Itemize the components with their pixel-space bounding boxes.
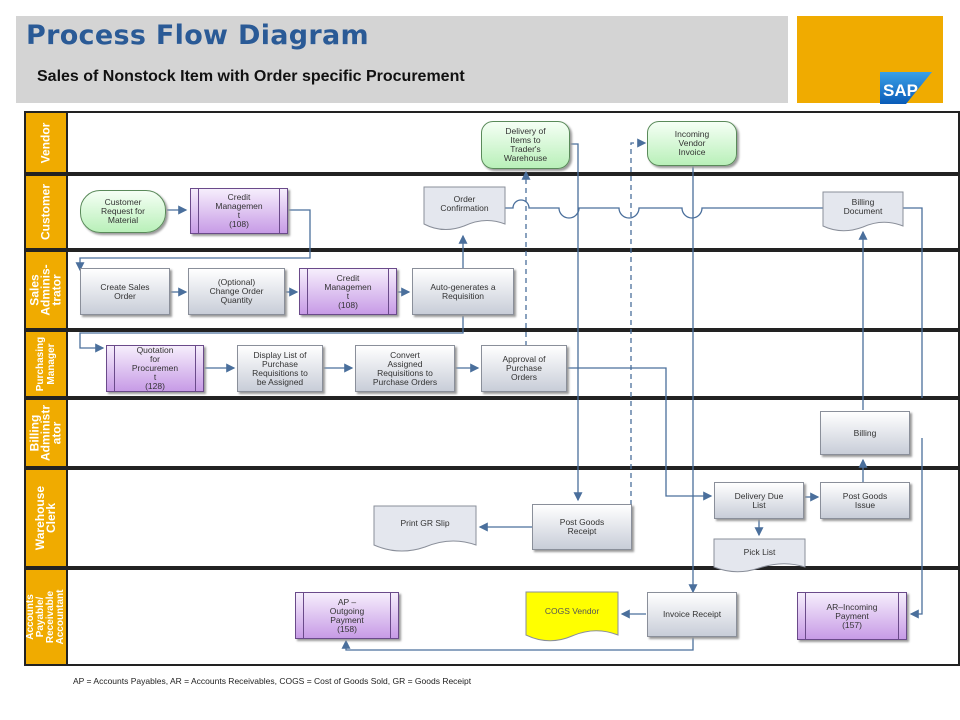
order-confirmation-label: Order Confirmation — [440, 193, 489, 213]
display-list-requisitions-step[interactable]: Display List of Purchase Requisitions to… — [237, 345, 323, 392]
lane-label-vendor: Vendor — [26, 113, 68, 172]
lane-label-warehouse: Warehouse Clerk — [26, 470, 68, 566]
ap-outgoing-payment-step[interactable]: AP – Outgoing Payment (158) — [295, 592, 399, 639]
lane-billing-administrator: Billing Administr ator — [24, 398, 960, 468]
delivery-items-step[interactable]: Delivery of Items to Trader's Warehouse — [481, 121, 570, 169]
lane-label-purchasing: Purchasing Manager — [26, 332, 68, 396]
sap-logo: SAP — [880, 72, 932, 104]
billing-document-label: Billing Document — [843, 197, 883, 217]
lane-label-sales: Sales Adminis- trator — [26, 252, 68, 328]
billing-step[interactable]: Billing — [820, 411, 910, 455]
pick-list-label: Pick List — [743, 546, 776, 557]
lane-label-accounts: Accounts Payable/ Receivable Accountant — [25, 570, 68, 664]
post-goods-receipt-step[interactable]: Post Goods Receipt — [532, 504, 632, 550]
create-sales-order-step[interactable]: Create Sales Order — [80, 268, 170, 315]
lane-label-billing: Billing Administr ator — [26, 400, 68, 466]
print-gr-slip-label: Print GR Slip — [400, 518, 450, 529]
ar-incoming-payment-step[interactable]: AR–Incoming Payment (157) — [797, 592, 907, 640]
convert-requisitions-step[interactable]: Convert Assigned Requisitions to Purchas… — [355, 345, 455, 392]
order-confirmation-doc[interactable] — [423, 186, 506, 232]
page-title: Process Flow Diagram — [26, 20, 369, 51]
brand-box — [797, 16, 943, 103]
billing-document-doc[interactable] — [822, 191, 904, 233]
quotation-procurement-step[interactable]: Quotation for Procuremen t (128) — [106, 345, 204, 392]
cogs-vendor-doc[interactable] — [525, 591, 619, 643]
svg-text:SAP: SAP — [883, 81, 918, 100]
header-bar — [16, 16, 788, 103]
delivery-due-list-step[interactable]: Delivery Due List — [714, 482, 804, 519]
post-goods-issue-step[interactable]: Post Goods Issue — [820, 482, 910, 519]
customer-request-step[interactable]: Customer Request for Material — [80, 190, 166, 233]
incoming-vendor-invoice-step[interactable]: Incoming Vendor Invoice — [647, 121, 737, 166]
auto-requisition-step[interactable]: Auto-generates a Requisition — [412, 268, 514, 315]
lane-label-customer: Customer — [26, 176, 68, 248]
footnote: AP = Accounts Payables, AR = Accounts Re… — [73, 676, 472, 686]
cogs-vendor-label: COGS Vendor — [544, 605, 600, 616]
page-subtitle: Sales of Nonstock Item with Order specif… — [37, 68, 465, 85]
pick-list-doc[interactable] — [713, 538, 806, 574]
credit-management-sales-step[interactable]: Credit Managemen t (108) — [299, 268, 397, 315]
credit-management-customer-step[interactable]: Credit Managemen t (108) — [190, 188, 288, 234]
invoice-receipt-step[interactable]: Invoice Receipt — [647, 592, 737, 637]
change-order-quantity-step[interactable]: (Optional) Change Order Quantity — [188, 268, 285, 315]
approval-purchase-orders-step[interactable]: Approval of Purchase Orders — [481, 345, 567, 392]
print-gr-slip-doc[interactable] — [373, 505, 477, 553]
